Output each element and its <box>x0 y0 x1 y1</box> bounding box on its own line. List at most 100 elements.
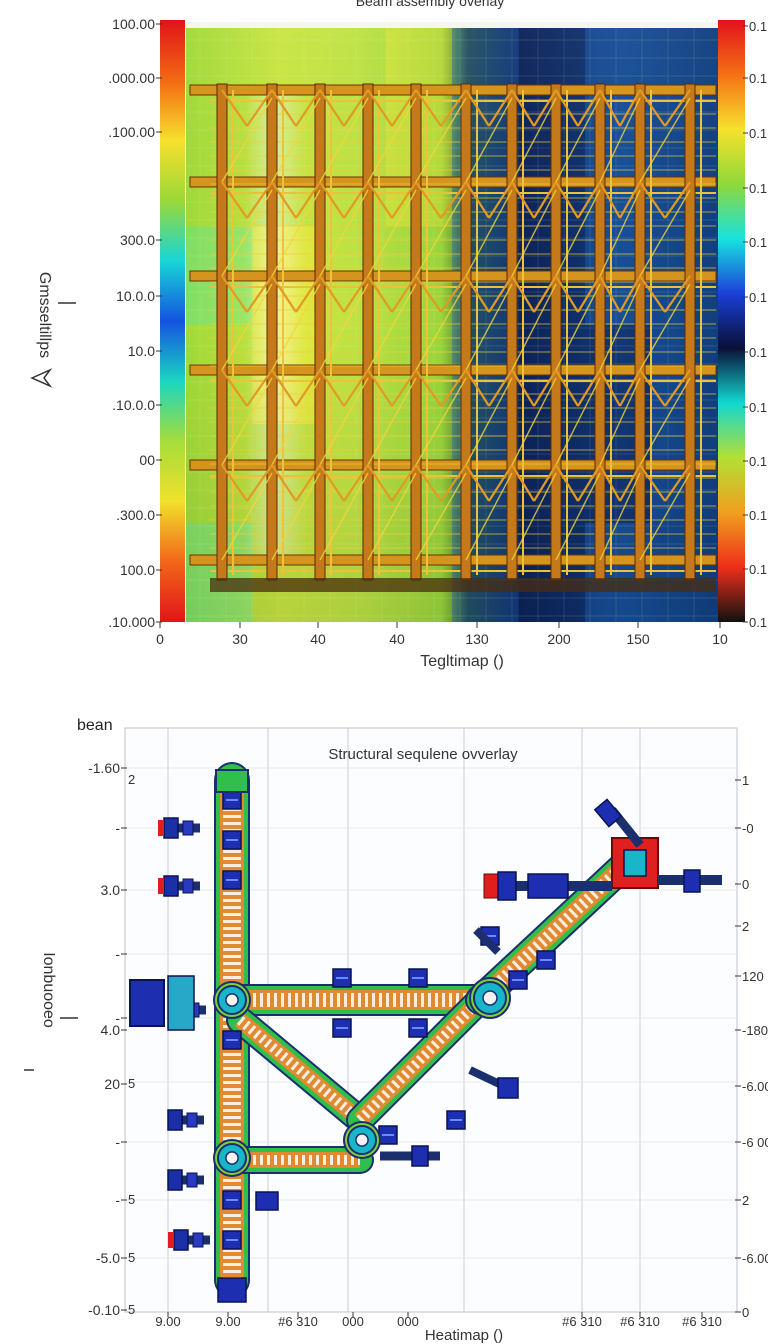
truss-diagonal <box>533 89 557 127</box>
truss-diagonal <box>271 189 321 277</box>
beam-heatmap-chart: Beam assembly overlay 100.00.000.00.100.… <box>30 0 767 670</box>
truss-column <box>460 83 472 581</box>
truss-diagonal <box>488 89 513 127</box>
truss-diagonal <box>488 369 513 407</box>
x-tick-label: 000 <box>342 1314 364 1329</box>
truss-chord <box>189 176 717 188</box>
bolt-cluster <box>408 1018 428 1038</box>
truss-diagonal <box>465 464 490 502</box>
truss-diagonal <box>465 275 490 313</box>
y-axis-ticks: 100.00.000.00.100.00300.010.0.010.0.10.0… <box>108 16 162 630</box>
y-axis-ticks: -1.60-3.0--4.020---5.0-0.10 <box>88 760 127 1318</box>
truss-diagonal <box>465 89 490 127</box>
arm-end-block <box>497 871 517 901</box>
truss-diagonal <box>511 97 557 183</box>
truss-diagonal <box>555 464 579 502</box>
truss-diagonal <box>391 89 417 127</box>
right-tick-label: 120 <box>742 969 764 984</box>
right-tick-label: 0.1 <box>749 181 767 196</box>
truss-diagonal <box>221 369 248 407</box>
clamp-fitting <box>158 875 200 897</box>
clamp-nut <box>192 1232 204 1248</box>
truss-diagonal <box>599 472 641 561</box>
y-tick-label: 100.00 <box>112 16 155 32</box>
member-lattice <box>236 1016 364 1124</box>
right-tick-label: 0.1 <box>749 615 767 630</box>
truss-diagonal <box>599 369 621 407</box>
right-tick-label: 0.1 <box>749 345 767 360</box>
truss-diagonal <box>295 369 321 407</box>
right-tick-label: -0 <box>742 821 754 836</box>
beam-truss-overlay <box>189 83 717 592</box>
truss-diagonal <box>221 181 248 219</box>
x-tick-label: 10 <box>712 631 728 647</box>
clamp-nut <box>182 878 194 894</box>
y-tick-label: -5.0 <box>96 1250 120 1266</box>
truss-diagonal <box>367 181 393 219</box>
truss-diagonal <box>555 97 601 183</box>
truss-diagonal <box>555 377 601 466</box>
truss-diagonal <box>619 89 641 127</box>
truss-diagonal <box>391 369 417 407</box>
right-tick-label: 1 <box>742 773 749 788</box>
right-axis-ticks: 0.10.10.10.10.10.10.10.10.10.10.10.1 <box>743 19 767 630</box>
truss-diagonal <box>391 464 417 502</box>
truss-diagonal <box>639 377 691 466</box>
bolt-cluster <box>222 790 242 810</box>
corner-label: bean <box>77 717 113 734</box>
truss-diagonal <box>511 377 557 466</box>
right-tick-label: 0.1 <box>749 508 767 523</box>
truss-diagonal <box>511 472 557 561</box>
truss-diagonal <box>221 464 248 502</box>
truss-diagonal <box>221 97 273 183</box>
x-axis-label: Tegltimap () <box>420 653 504 670</box>
y-axis-label: Ionbuooeo <box>40 952 57 1028</box>
x-tick-label: 000 <box>397 1314 419 1329</box>
x-tick-label: #6 310 <box>278 1314 318 1329</box>
truss-diagonal <box>599 377 641 466</box>
y-tick-label: 100.0 <box>120 562 155 578</box>
x-tick-label: 40 <box>389 631 405 647</box>
truss-diagonal <box>221 89 248 127</box>
diag-bolt-rod <box>473 927 501 955</box>
foot-block <box>217 1277 247 1303</box>
truss-diagonal <box>271 275 297 313</box>
y-tick-label: .000.00 <box>108 70 155 86</box>
truss-diagonal <box>533 464 557 502</box>
right-tick-label: 0.1 <box>749 400 767 415</box>
y-axis-label-group: Gmsseltillps <box>36 272 53 358</box>
truss-chord <box>189 554 717 566</box>
truss-column <box>684 83 696 581</box>
frame-member <box>346 986 494 1134</box>
joint-pin <box>225 1151 239 1165</box>
truss-diagonal <box>343 89 369 127</box>
right-tick-label: 0.1 <box>749 454 767 469</box>
truss-diagonal <box>664 464 691 502</box>
arm-end-cap <box>483 873 499 899</box>
y-tick-label: .10.0.0 <box>112 397 155 413</box>
truss-diagonal <box>246 464 273 502</box>
truss-diagonal <box>391 275 417 313</box>
truss-diagonal <box>639 464 666 502</box>
truss-diagonal <box>577 181 601 219</box>
joint-pin <box>355 1133 369 1147</box>
inner-tick-label: 5 <box>128 1250 135 1265</box>
truss-diagonal <box>221 275 248 313</box>
truss-diagonal <box>599 89 621 127</box>
truss-chord <box>189 270 717 282</box>
bolt-cluster <box>332 968 352 988</box>
truss-diagonal <box>271 283 321 371</box>
truss-diagonal <box>271 377 321 466</box>
truss-diagonal <box>555 283 601 371</box>
truss-diagonal <box>639 97 691 183</box>
clamp-cap <box>158 820 164 836</box>
heatmap-cell <box>252 523 319 622</box>
bolt-cluster <box>222 830 242 850</box>
truss-diagonal <box>555 275 579 313</box>
y-tick-label: - <box>115 1134 120 1150</box>
truss-column <box>594 83 606 581</box>
joint-clamp-block <box>411 1145 429 1167</box>
truss-diagonal <box>511 189 557 277</box>
truss-diagonal <box>599 181 621 219</box>
truss-diagonal <box>367 275 393 313</box>
